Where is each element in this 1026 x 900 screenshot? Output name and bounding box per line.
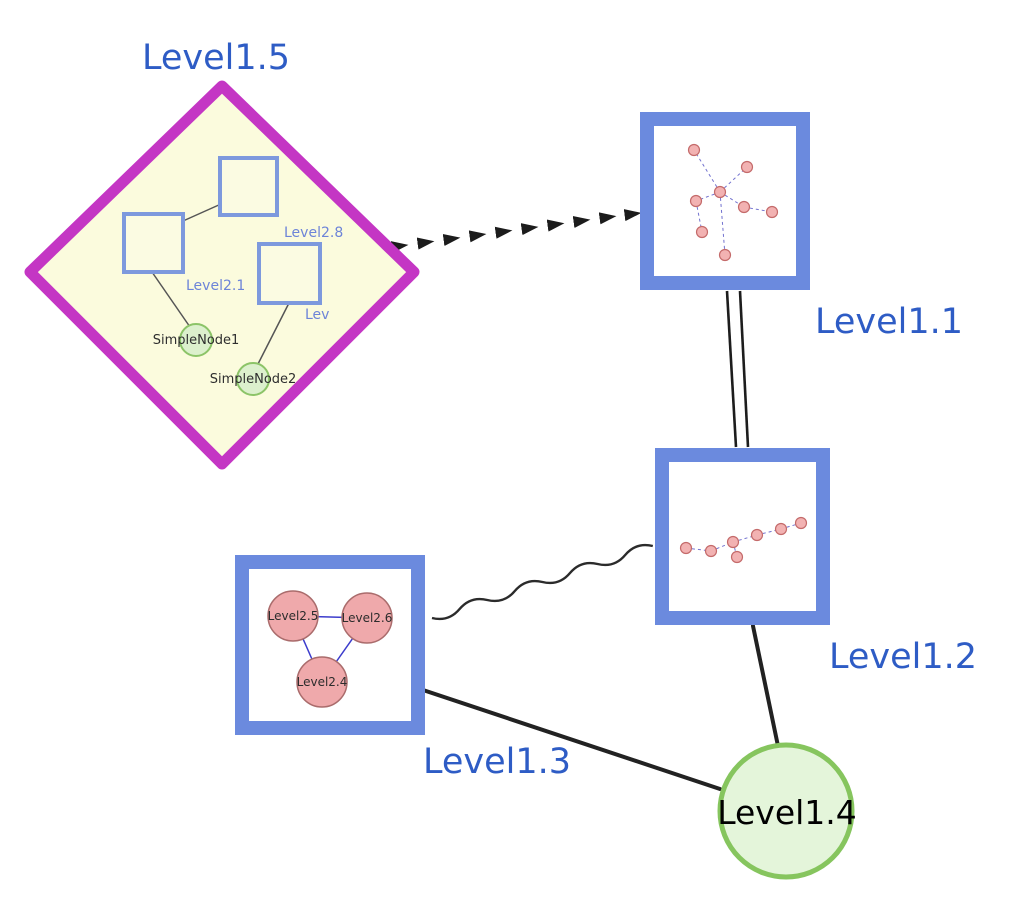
node-level2-8[interactable] bbox=[218, 156, 279, 217]
edge-level1-2-to-level1-4[interactable] bbox=[751, 624, 780, 748]
node-label-level2-8: Level2.8 bbox=[284, 225, 343, 241]
node-level2-1[interactable] bbox=[122, 212, 185, 274]
mini-graph-edge[interactable] bbox=[743, 206, 773, 213]
node-label-level1-2: Level1.2 bbox=[829, 637, 977, 677]
box-level1-2[interactable] bbox=[655, 448, 830, 625]
edge-lev-to-simplenode2[interactable] bbox=[257, 302, 290, 365]
mini-graph-node[interactable] bbox=[794, 516, 808, 530]
diamond-shape-level1-5[interactable] bbox=[24, 80, 420, 470]
mini-graph-level1-2 bbox=[679, 516, 808, 564]
node-level1-4[interactable]: Level1.4 bbox=[717, 742, 857, 880]
double-line-2[interactable] bbox=[738, 290, 750, 448]
node-level1-2[interactable] bbox=[655, 448, 830, 625]
mini-graph-node[interactable] bbox=[713, 185, 727, 199]
node-level1-3[interactable]: Level2.5 Level2.6 Level2.4 bbox=[235, 555, 425, 735]
node-simplenode1[interactable] bbox=[179, 323, 213, 357]
node-level1-1[interactable] bbox=[640, 112, 810, 290]
mini-graph-node[interactable] bbox=[679, 541, 693, 555]
node-level2-5[interactable] bbox=[267, 590, 319, 642]
mini-graph-node[interactable] bbox=[750, 528, 764, 542]
mini-graph-node[interactable] bbox=[765, 205, 779, 219]
mini-graph-edge[interactable] bbox=[719, 166, 748, 193]
mini-graph-node[interactable] bbox=[695, 225, 709, 239]
node-label-simplenode2: SimpleNode2 bbox=[210, 372, 297, 387]
mini-graph-level1-1 bbox=[687, 143, 779, 262]
node-label-level1-4: Level1.4 bbox=[717, 793, 857, 832]
edges-layer bbox=[390, 209, 780, 791]
node-label-level1-1: Level1.1 bbox=[815, 302, 963, 342]
node-label-lev: Lev bbox=[305, 307, 329, 323]
edge-level2-8-to-level2-1[interactable] bbox=[182, 203, 222, 222]
edge-level1-1-to-level1-2[interactable] bbox=[725, 290, 750, 448]
node-level1-5[interactable]: Level2.8 Level2.1 Lev SimpleNode1 Simple… bbox=[24, 80, 420, 470]
node-simplenode2[interactable] bbox=[236, 362, 270, 396]
edge-level1-3-to-level1-4[interactable] bbox=[421, 688, 722, 791]
node-level2-6[interactable] bbox=[341, 592, 393, 644]
mini-graph-edge[interactable] bbox=[719, 191, 726, 256]
circle-level1-4[interactable] bbox=[717, 742, 855, 880]
mini-graph-node[interactable] bbox=[687, 143, 701, 157]
node-label-level2-6: Level2.6 bbox=[342, 611, 393, 625]
mini-graph-node[interactable] bbox=[730, 550, 744, 564]
node-label-level1-5: Level1.5 bbox=[142, 38, 290, 78]
mini-graph-edge[interactable] bbox=[693, 149, 721, 193]
node-label-level2-4: Level2.4 bbox=[297, 675, 348, 689]
double-line-1[interactable] bbox=[725, 290, 738, 448]
mini-graph-node[interactable] bbox=[689, 194, 703, 208]
mini-graph-node[interactable] bbox=[704, 544, 718, 558]
mini-graph-edge[interactable] bbox=[695, 191, 721, 202]
node-label-level1-3: Level1.3 bbox=[423, 742, 571, 782]
node-level2-4[interactable] bbox=[296, 656, 348, 708]
mini-graph-node[interactable] bbox=[718, 248, 732, 262]
mini-graph-node[interactable] bbox=[740, 160, 754, 174]
edge-level1-5-to-level1-1[interactable] bbox=[390, 209, 642, 254]
mini-graph-node[interactable] bbox=[774, 522, 788, 536]
mini-graph-node[interactable] bbox=[726, 535, 740, 549]
mini-graph-edge[interactable] bbox=[719, 191, 745, 208]
edge-level2-1-to-simplenode1[interactable] bbox=[151, 271, 191, 328]
edge-level1-3-to-level1-2[interactable] bbox=[431, 543, 654, 621]
level1-5-inner-edges bbox=[151, 203, 290, 365]
mini-graph-node[interactable] bbox=[737, 200, 751, 214]
node-lev[interactable] bbox=[257, 242, 322, 305]
node-label-simplenode1: SimpleNode1 bbox=[153, 333, 240, 348]
node-label-level2-5: Level2.5 bbox=[268, 609, 319, 623]
node-label-level2-1: Level2.1 bbox=[186, 278, 245, 294]
